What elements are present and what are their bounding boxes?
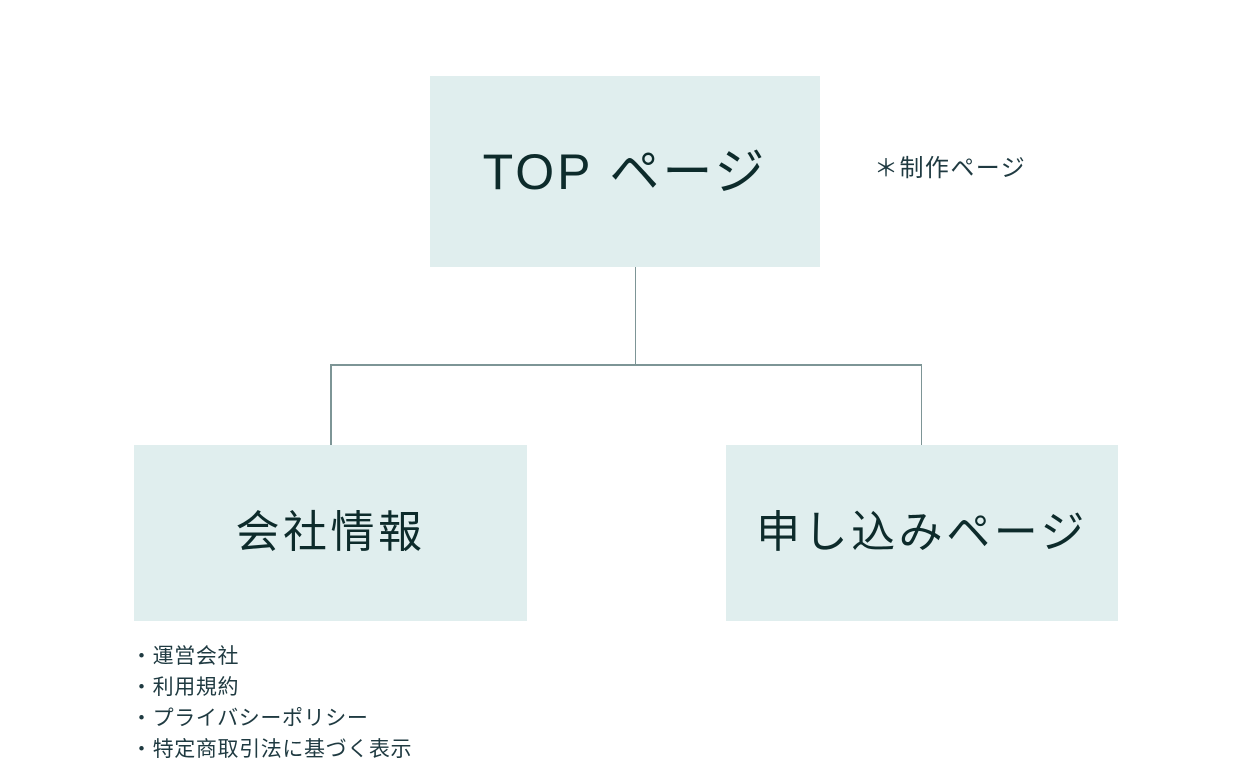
list-item: ・プライバシーポリシー (131, 707, 369, 730)
connector-trunk-line (634, 267, 637, 365)
node-application-page-label: 申し込みページ (756, 508, 1088, 557)
node-company-info[interactable]: 会社情報 (134, 445, 527, 621)
list-item: ・利用規約 (131, 676, 240, 699)
list-item: ・特定商取引法に基づく表示 (131, 738, 413, 761)
connector-drop-right (920, 364, 923, 446)
node-top-page-label: TOP ページ (482, 143, 768, 200)
annotation-production-page: ＊制作ページ (874, 155, 1027, 182)
node-company-info-label: 会社情報 (235, 508, 426, 557)
list-item: ・運営会社 (131, 645, 240, 668)
connector-drop-left (330, 364, 332, 446)
node-application-page[interactable]: 申し込みページ (726, 445, 1118, 621)
company-subpage-list: ・運営会社 ・利用規約 ・プライバシーポリシー ・特定商取引法に基づく表示 (131, 641, 412, 765)
node-top-page[interactable]: TOP ページ (430, 76, 820, 267)
connector-horizontal-bus (330, 364, 922, 366)
